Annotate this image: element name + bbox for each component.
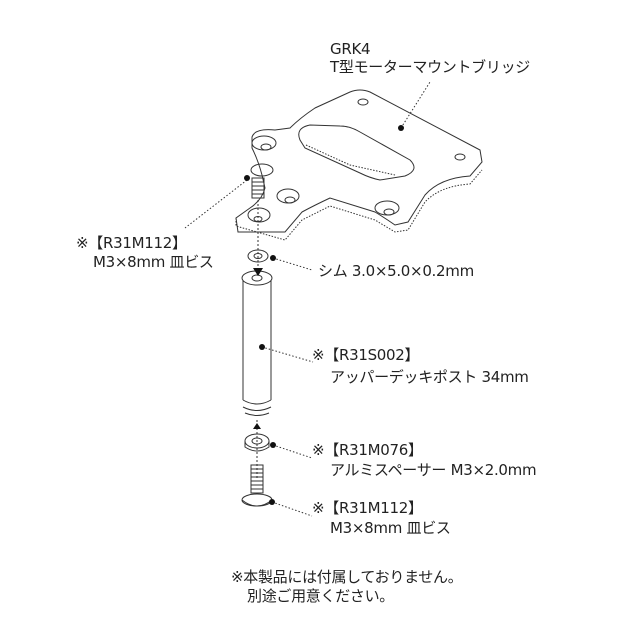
screw-top-name: M3×8mm 皿ビス [93, 253, 214, 271]
not-included-mark: ※ [76, 234, 89, 252]
part-code: 【R31M076】 [324, 441, 423, 459]
screw-bottom-name: M3×8mm 皿ビス [330, 519, 451, 537]
spacer-label: ※【R31M076】 [312, 441, 423, 459]
arrow-up-icon [253, 423, 261, 429]
note-line-1: ※本製品には付属しておりません。 [231, 568, 463, 586]
slot-cutout [298, 124, 415, 181]
shim-name: シム 3.0×5.0×0.2mm [318, 262, 474, 280]
bridge-name: T型モーターマウントブリッジ [330, 58, 530, 76]
post-name: アッパーデッキポスト 34mm [330, 368, 529, 386]
bridge-code: GRK4 [330, 40, 371, 58]
part-code: 【R31M112】 [324, 499, 423, 517]
note-line-2: 別途ご用意ください。 [247, 587, 395, 605]
part-code: 【R31S002】 [324, 346, 420, 364]
post-label: ※【R31S002】 [312, 346, 420, 364]
screw-top-label: ※【R31M112】 [76, 234, 187, 252]
not-included-mark: ※ [312, 346, 325, 364]
screw-bottom-label: ※【R31M112】 [312, 499, 423, 517]
motor-mount-bridge-plate [235, 89, 483, 233]
bottom-screw [241, 464, 273, 507]
arrow-down-icon [253, 268, 263, 276]
part-code: 【R31M112】 [88, 234, 187, 252]
not-included-mark: ※ [312, 441, 325, 459]
shim-washer [247, 249, 269, 263]
spacer-name: アルミスペーサー M3×2.0mm [330, 461, 537, 479]
top-screw [251, 177, 265, 199]
not-included-mark: ※ [312, 499, 325, 517]
upper-deck-post [241, 270, 273, 416]
